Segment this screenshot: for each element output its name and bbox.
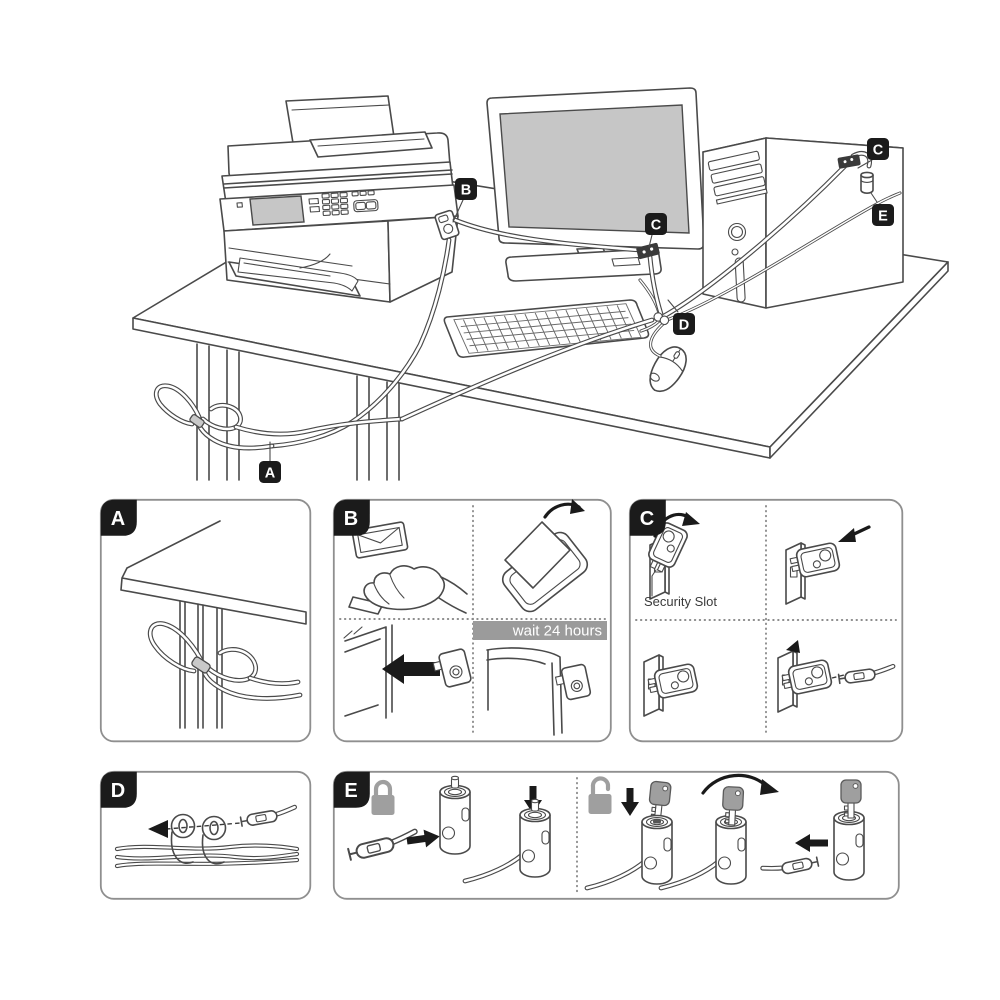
callout-tag-a: A <box>259 441 281 483</box>
callout-letter: C <box>873 142 884 158</box>
tower-bracket <box>837 154 861 169</box>
front-vent <box>734 257 746 303</box>
bracket-fold-step <box>785 525 871 605</box>
callout-letter: D <box>679 317 689 333</box>
anchor-plate <box>554 663 592 701</box>
panel-a-illustration <box>120 520 307 729</box>
callout-tag-e: E <box>870 192 894 226</box>
panel-letter: C <box>640 508 654 530</box>
panel-d-tab: D <box>100 771 137 808</box>
hand <box>363 565 468 614</box>
monitor-bracket <box>636 242 660 260</box>
push-arrow <box>382 654 440 684</box>
panel-letter: D <box>111 780 125 802</box>
panel-e-tab: E <box>333 771 370 808</box>
cylinder-released <box>833 810 865 881</box>
printer-keypad <box>321 191 349 217</box>
printer <box>219 95 460 303</box>
callout-tag-b: B <box>452 178 477 223</box>
pull-arrow <box>148 820 168 838</box>
security-cable <box>156 153 869 448</box>
cable-clip <box>170 813 227 865</box>
scene-cable-clip <box>653 312 670 326</box>
monitor <box>486 87 705 282</box>
panel-letter: A <box>111 508 125 530</box>
callout-letter: E <box>878 208 888 224</box>
liner-sheet <box>504 521 571 589</box>
attach-plate-step <box>343 624 472 719</box>
cable-ferrule <box>189 414 205 428</box>
panel-d: D <box>99 770 312 900</box>
wait-step: wait 24 hours <box>473 621 607 736</box>
panel-a-tab: A <box>100 499 137 536</box>
printer-anchor-plate <box>434 209 460 241</box>
peel-liner-step <box>501 499 589 613</box>
panel-b-tab: B <box>333 499 370 536</box>
drive-bays <box>707 150 768 205</box>
panel-letter: E <box>344 780 357 802</box>
callout-tag-c-monitor: C <box>645 213 667 248</box>
printer-buttons <box>351 190 379 213</box>
unlock-steps <box>587 773 865 888</box>
mouse <box>649 346 687 393</box>
anchor-plate <box>432 648 472 688</box>
scene-lock-cylinder <box>860 171 874 194</box>
keyboard <box>444 300 648 357</box>
panel-letter: B <box>344 508 358 530</box>
turn-arrow <box>701 773 768 795</box>
wait-banner <box>473 621 607 640</box>
panel-e: E <box>332 770 900 900</box>
callout-letter: A <box>265 465 276 481</box>
scene-illustration: A B C C D E <box>132 87 949 483</box>
callout-letter: B <box>461 182 471 198</box>
cable-ferrule <box>191 656 211 674</box>
panel-c-tab: C <box>629 499 666 536</box>
cable-loop <box>150 624 300 699</box>
panel-d-illustration <box>117 807 297 866</box>
insert-tip-step <box>777 640 894 713</box>
callout-tag-d: D <box>667 299 695 335</box>
wait-banner-text: wait 24 hours <box>512 623 602 640</box>
panel-c: Security Slot C <box>628 498 904 743</box>
security-slot-label: Security Slot <box>644 594 717 609</box>
callout-letter: C <box>651 217 662 233</box>
panel-b: wait 24 hours B <box>332 498 612 743</box>
callout-tag-c-tower: C <box>857 138 889 169</box>
panel-a: A <box>99 498 312 743</box>
